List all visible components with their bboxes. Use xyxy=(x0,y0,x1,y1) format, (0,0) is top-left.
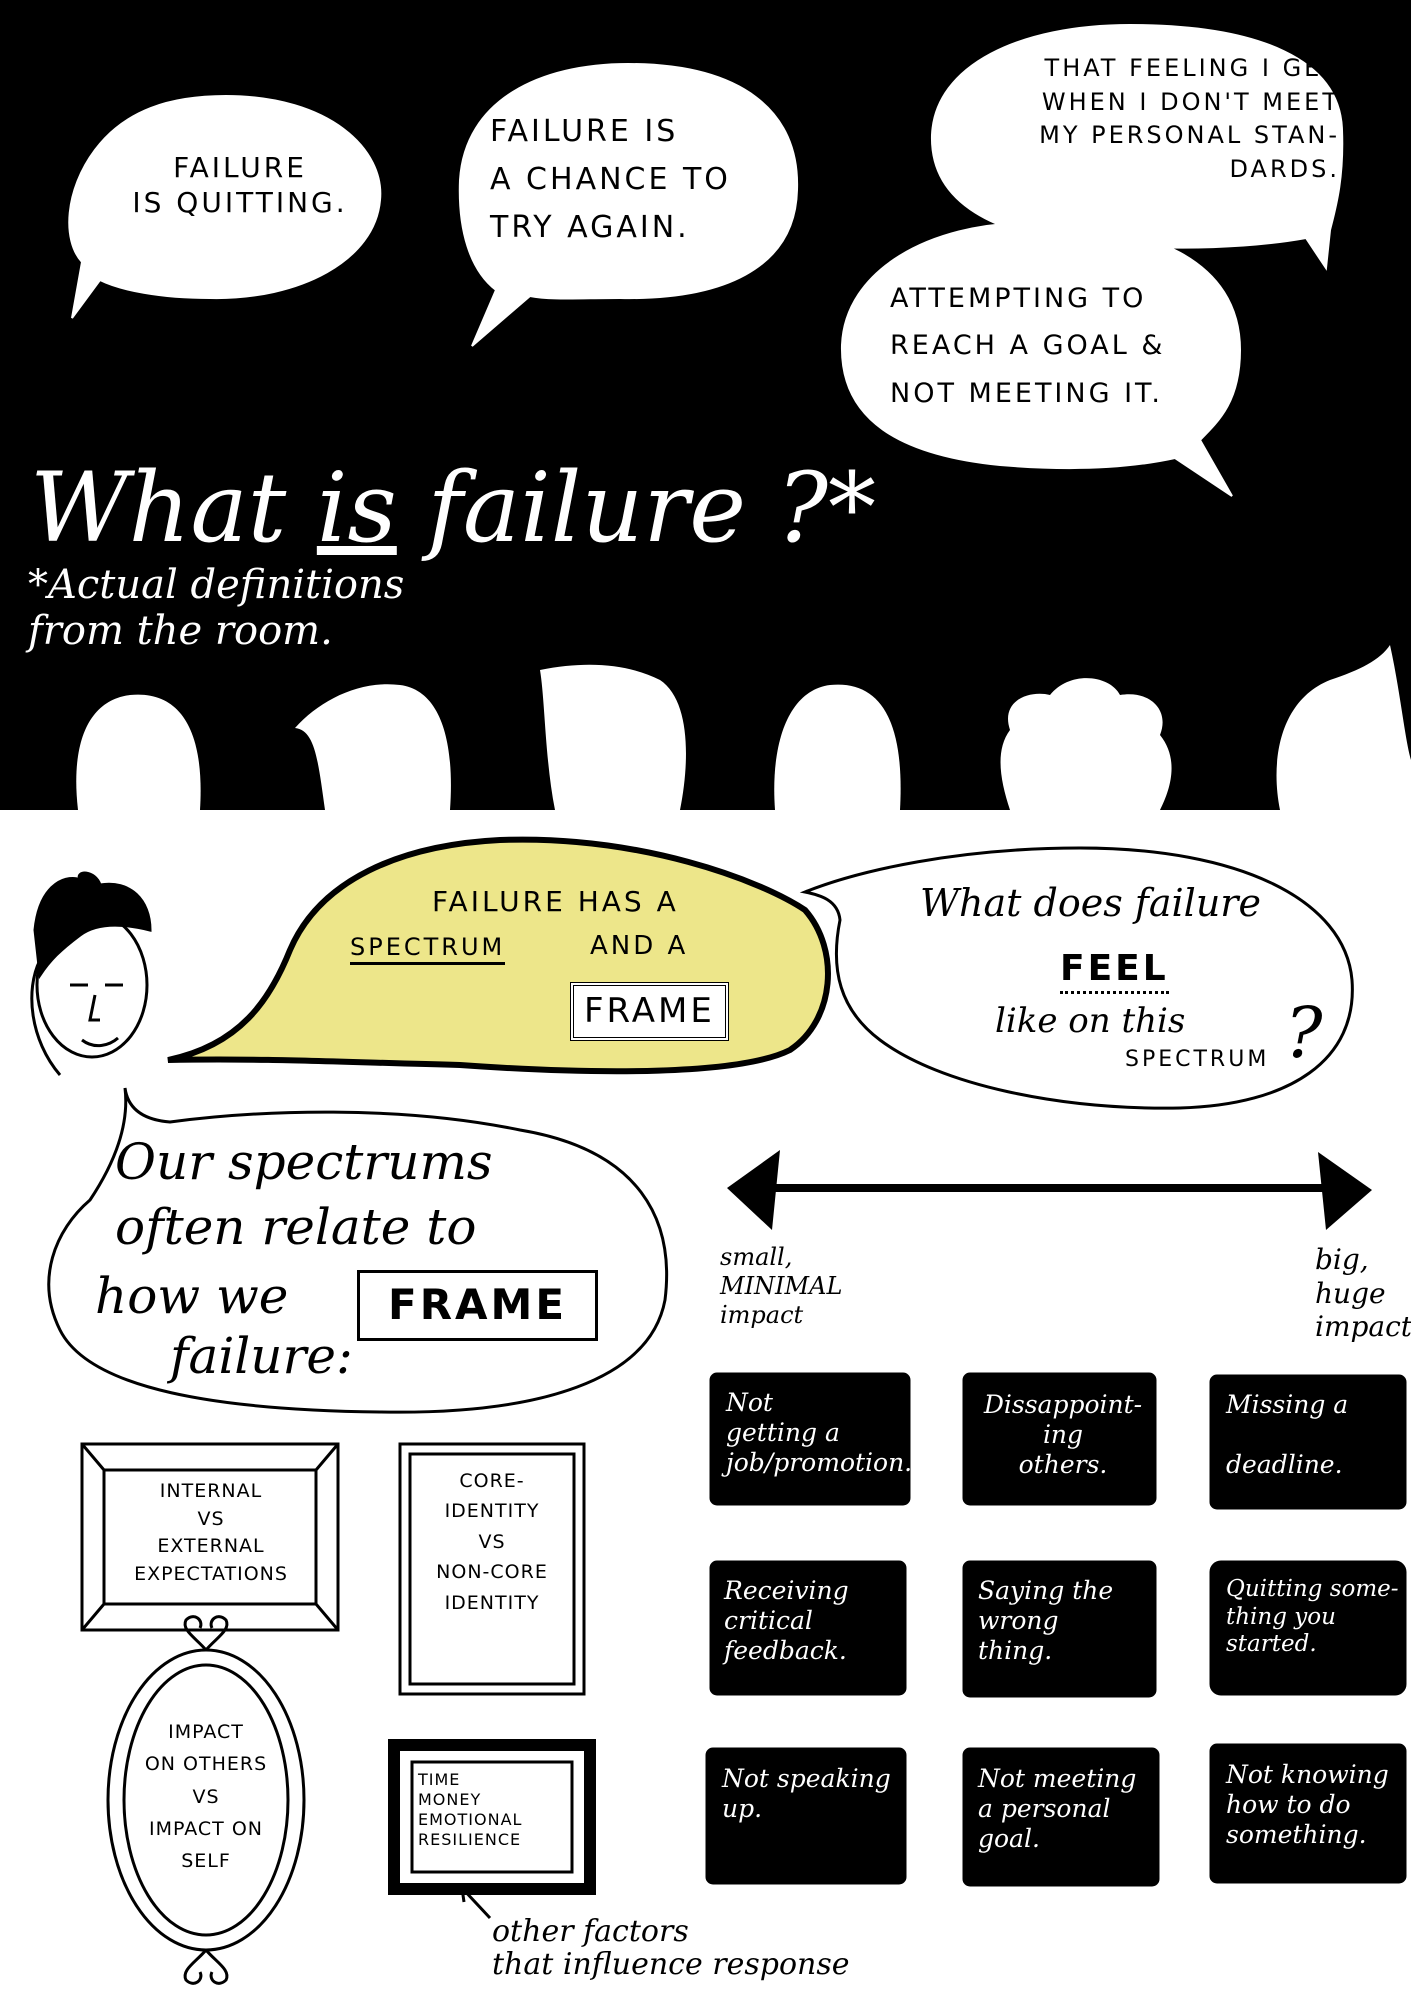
failure-card-8: Not meeting a personal goal. xyxy=(978,1764,1137,1853)
frame-bubble-how-we: how we xyxy=(95,1267,289,1325)
speaker-line-2: AND A xyxy=(590,931,689,961)
card-bg-1 xyxy=(709,1372,911,1506)
question-line-2: like on this xyxy=(995,1001,1186,1041)
failure-card-4: Receiving critical feedback. xyxy=(724,1576,849,1665)
card-bg-2 xyxy=(962,1372,1157,1506)
frame-bubble-frame-box: FRAME xyxy=(357,1270,599,1341)
spectrum-arrow xyxy=(727,1150,1372,1230)
frame-text-1: INTERNAL VS EXTERNAL EXPECTATIONS xyxy=(134,1480,288,1585)
oval-mirror-frame-3 xyxy=(106,1615,306,1985)
page-title: What is failure ?* xyxy=(30,448,876,568)
frame-bubble-lines: Our spectrums often relate to xyxy=(115,1133,493,1256)
audience-head-1 xyxy=(76,694,201,810)
title-emphasis: is xyxy=(316,452,397,564)
speaker-line-1: FAILURE HAS A xyxy=(432,885,679,918)
question-speech-bubble xyxy=(799,846,1354,1110)
card-bg-4 xyxy=(709,1560,907,1696)
title-post: failure ?* xyxy=(396,452,876,564)
question-mark: ? xyxy=(1285,992,1323,1074)
spectrum-right-label: big, huge impact xyxy=(1315,1243,1411,1344)
card-bg-7 xyxy=(705,1747,907,1885)
frame-text-4: TIME MONEY EMOTIONAL RESILIENCE xyxy=(418,1770,523,1849)
frame-text-3: IMPACT ON OTHERS VS IMPACT ON SELF xyxy=(144,1721,268,1873)
frame-speech-bubble xyxy=(47,1087,669,1414)
frame-label-box: FRAME xyxy=(570,982,729,1041)
question-line-3: SPECTRUM xyxy=(1125,1047,1270,1072)
audience-head-4 xyxy=(774,684,901,810)
card-bg-8 xyxy=(962,1747,1160,1887)
presenter-face-icon xyxy=(30,871,152,1076)
bubble-text-3: THAT FEELING I GET WHEN I DON'T MEET MY … xyxy=(1039,54,1340,183)
simple-frame-2 xyxy=(398,1442,586,1696)
spectrum-label: SPECTRUM xyxy=(350,932,506,965)
title-pre: What xyxy=(30,452,317,564)
factors-caption: other factors that influence response xyxy=(492,1914,850,1982)
failure-card-7: Not speaking up. xyxy=(722,1764,891,1823)
audience-head-5 xyxy=(1000,678,1172,810)
up-arrow-icon xyxy=(460,1886,492,1920)
audience-head-2 xyxy=(295,684,451,810)
spectrum-left-label: small, MINIMAL impact xyxy=(720,1243,843,1329)
card-bg-3 xyxy=(1209,1374,1407,1510)
card-bg-9 xyxy=(1209,1743,1407,1884)
failure-card-1: Not getting a job/promotion. xyxy=(726,1388,913,1477)
failure-card-6: Quitting some- thing you started. xyxy=(1226,1576,1399,1658)
card-bg-5 xyxy=(962,1560,1157,1698)
speech-bubble-1 xyxy=(68,94,382,319)
failure-card-2: Dissappoint- ing others. xyxy=(983,1390,1143,1479)
question-line-1: What does failure xyxy=(920,881,1261,925)
ornate-frame-1 xyxy=(80,1442,340,1632)
question-feel: FEEL xyxy=(1060,946,1169,994)
card-bg-6 xyxy=(1209,1560,1407,1696)
title-footnote: *Actual definitions from the room. xyxy=(28,562,405,654)
failure-card-5: Saying the wrong thing. xyxy=(978,1576,1114,1665)
frame-text-2: CORE- IDENTITY VS NON-CORE IDENTITY xyxy=(436,1470,548,1614)
bold-frame-4 xyxy=(388,1739,596,1895)
speech-bubble-3 xyxy=(930,23,1344,271)
speech-bubble-2 xyxy=(458,62,799,347)
speech-bubble-4 xyxy=(840,221,1242,497)
audience-head-3 xyxy=(540,664,686,810)
audience-head-6 xyxy=(1276,645,1411,810)
bubble-text-2: FAILURE IS A CHANCE TO TRY AGAIN. xyxy=(490,114,731,245)
bubble-text-1: FAILURE IS QUITTING. xyxy=(132,151,348,219)
frame-bubble-failure: failure: xyxy=(170,1327,353,1385)
failure-card-9: Not knowing how to do something. xyxy=(1226,1760,1389,1849)
failure-card-3: Missing a deadline. xyxy=(1226,1390,1349,1479)
bubble-text-4: ATTEMPTING TO REACH A GOAL & NOT MEETING… xyxy=(890,283,1166,409)
